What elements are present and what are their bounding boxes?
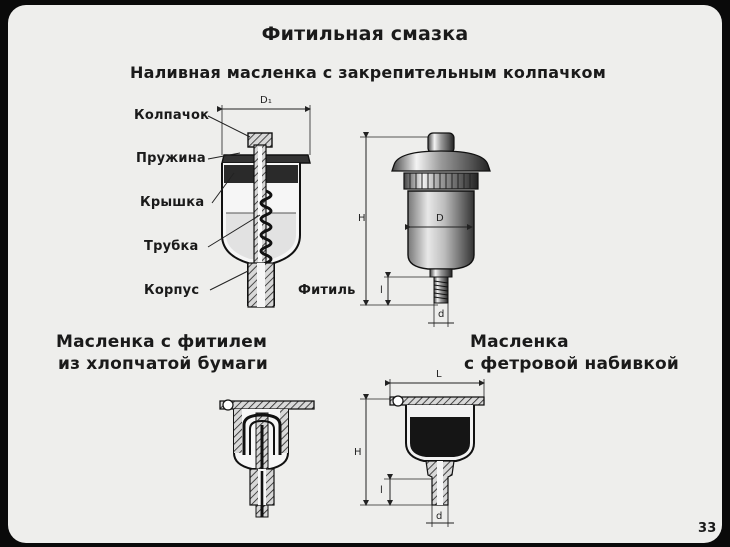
drawing-canvas bbox=[207, 105, 491, 527]
slide-frame: Фитильная смазка Наливная масленка с зак… bbox=[8, 5, 722, 543]
dimension-d-small-bottom: d bbox=[436, 511, 443, 522]
caption-cotton-wick-line2: из хлопчатой бумаги bbox=[58, 354, 268, 374]
external-oiler-drawing bbox=[360, 132, 491, 327]
cotton-wick-oiler-drawing bbox=[219, 399, 315, 518]
label-cap: Колпачок bbox=[134, 108, 210, 123]
label-lid: Крышка bbox=[140, 195, 205, 210]
label-wick: Фитиль bbox=[298, 283, 356, 298]
slide-subtitle: Наливная масленка с закрепительным колпа… bbox=[130, 63, 606, 82]
caption-cotton-wick-line1: Масленка с фитилем bbox=[56, 332, 268, 352]
label-spring: Пружина bbox=[136, 151, 206, 166]
label-tube: Трубка bbox=[144, 239, 199, 254]
label-body: Корпус bbox=[144, 283, 200, 298]
dimension-d1: D₁ bbox=[260, 95, 273, 106]
felt-packing-oiler-drawing bbox=[360, 379, 485, 527]
slide-title: Фитильная смазка bbox=[261, 23, 469, 45]
dimension-h-top: H bbox=[358, 213, 366, 224]
dimension-d-big: D bbox=[436, 213, 444, 224]
caption-felt-line1: Масленка bbox=[470, 332, 569, 352]
dimension-l-top: l bbox=[380, 285, 383, 296]
sectional-oiler-drawing bbox=[207, 105, 311, 308]
dimension-l-big: L bbox=[436, 369, 442, 380]
dimension-l-bottom: l bbox=[380, 485, 383, 496]
caption-felt-line2: с фетровой набивкой bbox=[464, 354, 680, 374]
page-number: 33 bbox=[698, 521, 717, 536]
dimension-h-bottom: H bbox=[354, 447, 362, 458]
dimension-d-small-top: d bbox=[438, 309, 445, 320]
